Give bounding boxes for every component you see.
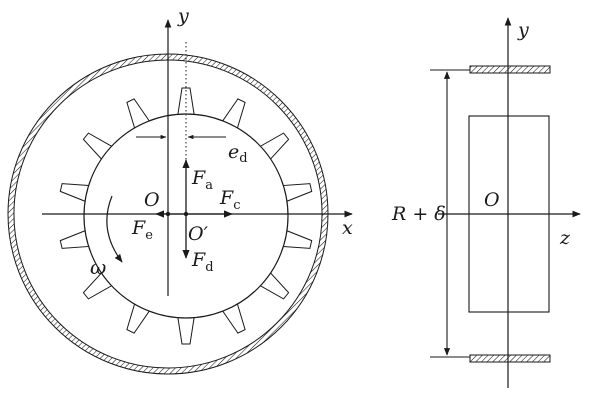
origin-o-prime-label: O′: [188, 223, 209, 245]
left-y-axis-label: y: [177, 5, 189, 27]
rotation-arrow: [106, 195, 123, 263]
eccentricity-label: ed: [228, 141, 248, 166]
force-d-label: Fd: [191, 249, 214, 275]
omega-label: ω: [90, 255, 106, 279]
force-c-label: Fc: [219, 187, 240, 213]
force-a-label: Fa: [191, 167, 213, 193]
right-y-axis-label: y: [517, 19, 529, 41]
stator-ring: [7, 53, 329, 375]
gap-label: R + δ: [391, 203, 446, 225]
right-origin-label: O: [484, 189, 500, 211]
bottom-stator-bar: [469, 354, 551, 363]
top-stator-bar: [469, 65, 551, 74]
force-e-label: Fe: [131, 217, 153, 243]
left-x-axis-label: x: [342, 217, 353, 239]
origin-o-label: O: [144, 189, 160, 211]
right-z-axis-label: z: [559, 227, 571, 249]
origin-o-prime-dot: [183, 211, 189, 217]
origin-o-dot: [165, 211, 171, 217]
